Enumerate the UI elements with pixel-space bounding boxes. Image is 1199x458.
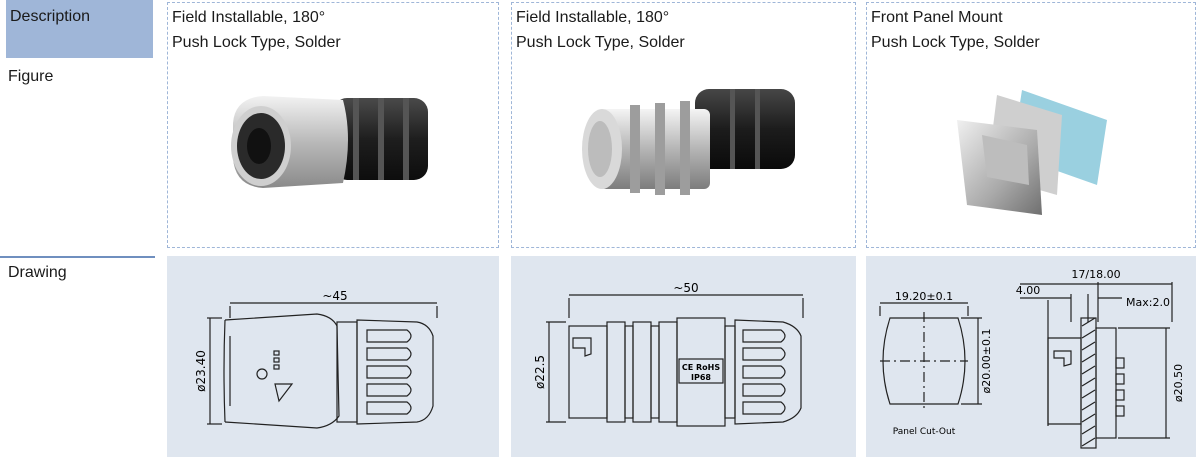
product-3-drawing: 19.20±0.1 ø20.00±0.1 Panel Cut-Out 17/18… xyxy=(866,256,1196,457)
product-2-length-dim: ~50 xyxy=(673,281,698,295)
product-1-drawing: ~45 ø23.40 xyxy=(167,256,499,457)
product-2-cert-mark: CE RoHS xyxy=(682,363,720,372)
product-3-desc-line2: Push Lock Type, Solder xyxy=(871,34,1040,51)
drawing-label: Drawing xyxy=(8,264,67,281)
cable-connector-photo-icon xyxy=(582,89,795,195)
product-3-desc-line1: Front Panel Mount xyxy=(871,9,1003,26)
product-3-cutout-height-dim: ø20.00±0.1 xyxy=(980,329,993,394)
product-3-cutout-label: Panel Cut-Out xyxy=(893,427,956,437)
product-3-cutout-width-dim: 19.20±0.1 xyxy=(895,290,953,303)
drawing-divider xyxy=(0,256,155,258)
product-3-overall-dim: 17/18.00 xyxy=(1071,268,1120,281)
product-2-desc-line1: Field Installable, 180° xyxy=(516,9,670,26)
product-1-cell: Field Installable, 180° Push Lock Type, … xyxy=(167,2,499,248)
product-2-ip-mark: IP68 xyxy=(691,373,711,382)
product-2-dimension-drawing: ~50 ø22.5 CE RoHS IP68 xyxy=(533,281,804,427)
product-3-cell: Front Panel Mount Push Lock Type, Solder xyxy=(866,2,1196,248)
product-1-desc-line1: Field Installable, 180° xyxy=(172,9,326,26)
product-2-cell: Field Installable, 180° Push Lock Type, … xyxy=(511,2,856,248)
product-1-dimension-drawing: ~45 ø23.40 xyxy=(194,289,438,429)
panel-mount-connector-photo-icon xyxy=(957,90,1107,215)
product-1-diameter-dim: ø23.40 xyxy=(194,350,208,392)
description-label: Description xyxy=(6,0,153,58)
product-2-diameter-dim: ø22.5 xyxy=(533,355,547,389)
product-3-dimension-drawing: 19.20±0.1 ø20.00±0.1 Panel Cut-Out 17/18… xyxy=(879,268,1185,449)
product-3-max-panel-dim: Max:2.0 xyxy=(1126,296,1170,309)
product-1-desc-line2: Push Lock Type, Solder xyxy=(172,34,341,51)
figure-label: Figure xyxy=(8,68,54,85)
product-1-length-dim: ~45 xyxy=(322,289,347,303)
product-3-flange-dim: 4.00 xyxy=(1016,284,1041,297)
cable-connector-photo-icon xyxy=(231,96,428,188)
product-2-drawing: ~50 ø22.5 CE RoHS IP68 xyxy=(511,256,856,457)
product-2-desc-line2: Push Lock Type, Solder xyxy=(516,34,685,51)
product-3-body-diameter-dim: ø20.50 xyxy=(1172,364,1185,402)
